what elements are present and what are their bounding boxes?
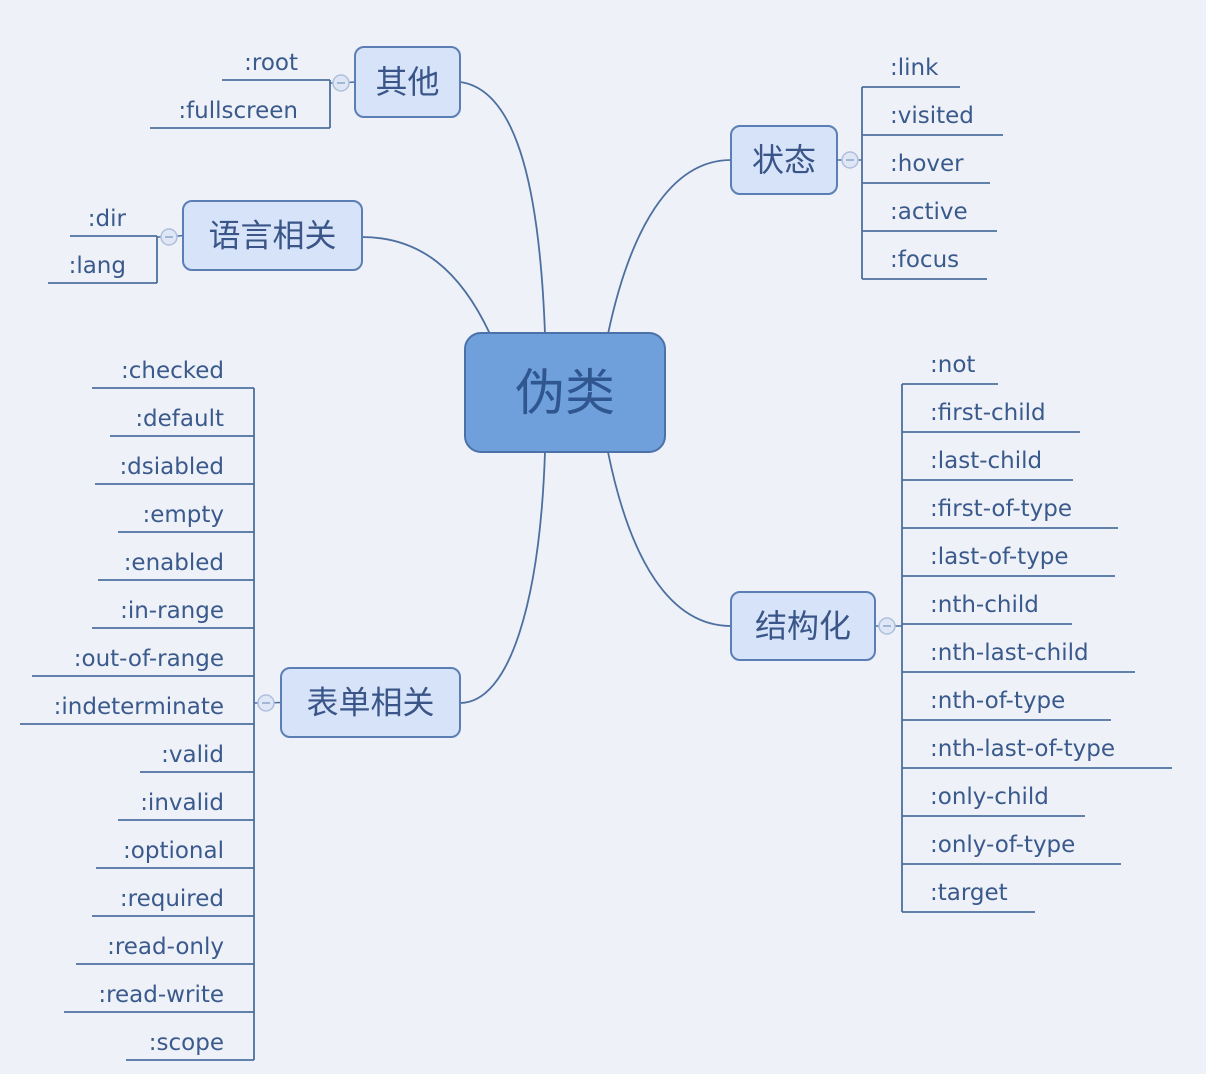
leaf-item[interactable]: :last-child	[930, 448, 1042, 474]
leaf-item[interactable]: :nth-child	[930, 592, 1039, 618]
leaf-item[interactable]: :nth-last-child	[930, 640, 1089, 666]
leaf-item[interactable]: :only-of-type	[930, 832, 1075, 858]
leaf-item[interactable]: :read-write	[98, 982, 224, 1008]
leaf-item[interactable]: :focus	[890, 247, 959, 273]
leaf-item[interactable]: :enabled	[124, 550, 224, 576]
leaf-item[interactable]: :dsiabled	[119, 454, 224, 480]
leaf-item[interactable]: :lang	[69, 253, 126, 279]
leaf-item[interactable]: :link	[890, 55, 939, 81]
branch-node-state[interactable]	[730, 125, 838, 195]
leaf-item[interactable]: :nth-last-of-type	[930, 736, 1115, 762]
branch-node-label: 其他	[375, 63, 439, 101]
leaf-item[interactable]: :target	[930, 880, 1008, 906]
leaf-item[interactable]: :valid	[161, 742, 224, 768]
leaf-item[interactable]: :in-range	[120, 598, 224, 624]
leaf-item[interactable]: :root	[244, 50, 298, 76]
leaf-item[interactable]: :visited	[890, 103, 974, 129]
leaf-item[interactable]: :hover	[890, 151, 964, 177]
leaf-item[interactable]: :out-of-range	[74, 646, 224, 672]
leaf-item[interactable]: :first-child	[930, 400, 1046, 426]
leaf-item[interactable]: :fullscreen	[178, 98, 298, 124]
leaf-item[interactable]: :default	[135, 406, 224, 432]
connector-structural	[607, 451, 732, 627]
branch-node-form[interactable]	[280, 667, 461, 738]
connector-form	[459, 451, 546, 704]
connector-language	[361, 236, 491, 335]
branch-node-label: 状态	[752, 141, 816, 179]
branch-node-label: 语言相关	[208, 217, 336, 255]
leaf-item[interactable]: :active	[890, 199, 968, 225]
connector-state	[607, 159, 732, 335]
leaf-item[interactable]: :only-child	[930, 784, 1049, 810]
connector-other	[459, 81, 546, 335]
leaf-item[interactable]: :checked	[121, 358, 224, 384]
branch-node-other[interactable]	[354, 46, 461, 118]
leaf-item[interactable]: :dir	[88, 206, 127, 232]
branch-node-label: 结构化	[755, 607, 851, 645]
leaf-item[interactable]: :invalid	[140, 790, 224, 816]
leaf-item[interactable]: :required	[120, 886, 224, 912]
branch-node-structural[interactable]	[730, 591, 876, 661]
leaf-item[interactable]: :empty	[142, 502, 224, 528]
branch-node-language[interactable]	[182, 200, 363, 271]
leaf-item[interactable]: :not	[930, 352, 975, 378]
leaf-item[interactable]: :optional	[123, 838, 224, 864]
leaf-item[interactable]: :first-of-type	[930, 496, 1072, 522]
leaf-item[interactable]: :scope	[149, 1030, 224, 1056]
center-node[interactable]	[464, 332, 666, 453]
center-node-label: 伪类	[515, 364, 615, 422]
leaf-item[interactable]: :read-only	[107, 934, 224, 960]
leaf-item[interactable]: :nth-of-type	[930, 688, 1065, 714]
leaf-item[interactable]: :last-of-type	[930, 544, 1069, 570]
leaf-item[interactable]: :indeterminate	[54, 694, 224, 720]
branch-node-label: 表单相关	[306, 684, 434, 722]
